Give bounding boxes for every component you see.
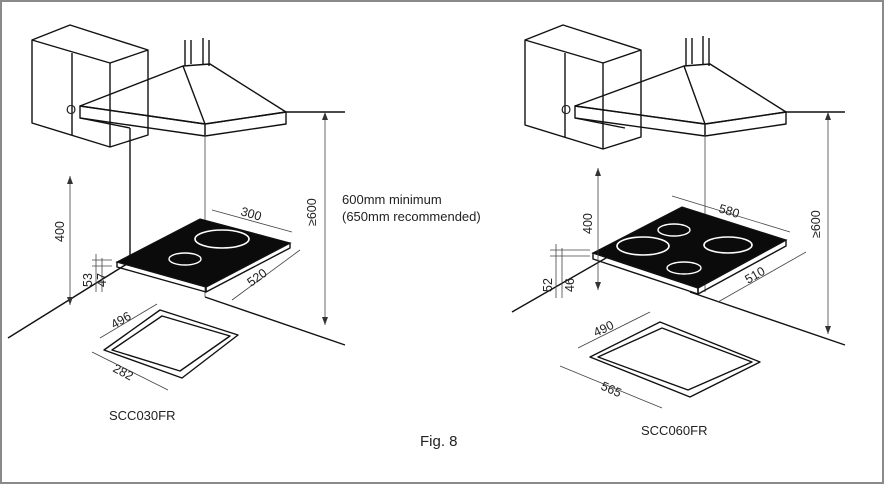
right-dimensions <box>550 112 831 409</box>
left-dim-300: 300 <box>239 204 263 223</box>
left-dim-600: ≥600 <box>305 198 319 226</box>
right-dim-46: 46 <box>563 278 577 292</box>
right-dim-565: 565 <box>599 379 624 400</box>
right-dim-580: 580 <box>717 201 741 220</box>
left-hood-knob-icon: O <box>66 102 76 117</box>
right-hood-knob-icon: O <box>561 102 571 117</box>
hood-height-note-line2: (650mm recommended) <box>342 209 481 224</box>
right-model-label: SCC060FR <box>641 423 707 438</box>
hood-height-note-line1: 600mm minimum <box>342 192 442 207</box>
left-range-hood: O <box>66 38 287 260</box>
left-dim-282: 282 <box>111 361 136 383</box>
right-dim-600: ≥600 <box>809 210 823 238</box>
left-cutout <box>103 309 239 379</box>
right-wall-cabinet <box>524 24 642 150</box>
right-dim-490: 490 <box>591 318 616 340</box>
left-dim-53: 53 <box>81 273 95 287</box>
right-dim-52: 52 <box>541 278 555 292</box>
left-dimensions <box>67 112 328 391</box>
left-assembly: O <box>7 24 346 423</box>
left-dim-47: 47 <box>95 273 109 287</box>
left-wall-cabinet <box>31 24 149 148</box>
left-model-label: SCC030FR <box>109 408 175 423</box>
left-dim-496: 496 <box>109 309 134 332</box>
right-cutout <box>589 321 761 398</box>
left-hob <box>115 218 292 293</box>
right-hob <box>591 206 788 295</box>
right-assembly: O <box>511 24 846 438</box>
left-dim-400: 400 <box>53 221 67 242</box>
right-range-hood: O <box>561 36 787 137</box>
figure-caption: Fig. 8 <box>420 433 458 450</box>
right-dim-400: 400 <box>581 213 595 234</box>
